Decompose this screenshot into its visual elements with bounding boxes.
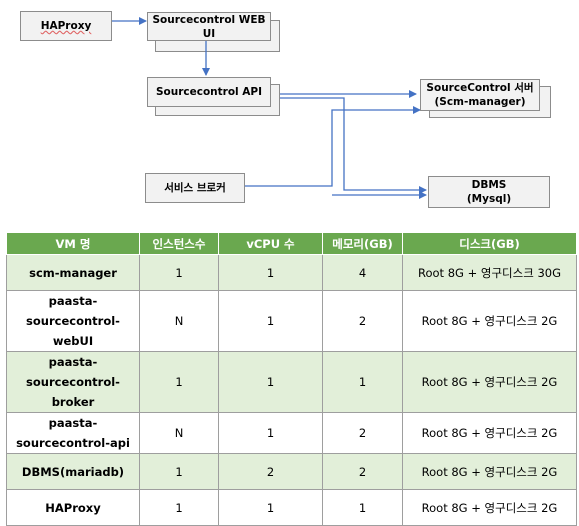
api-to-dbms-arrow bbox=[280, 97, 427, 194]
table-header-row: VM 명 인스턴스수 vCPU 수 메모리(GB) 디스크(GB) bbox=[6, 232, 577, 255]
header-instances: 인스턴스수 bbox=[139, 232, 219, 255]
vm-name-cell: scm-manager bbox=[6, 254, 140, 291]
dbms-box: DBMS (Mysql) bbox=[428, 176, 550, 208]
instances-cell: N bbox=[139, 290, 219, 352]
memory-cell: 2 bbox=[322, 290, 403, 352]
vm-name-line1: paasta- bbox=[48, 416, 98, 430]
architecture-diagram: HAProxy Sourcecontrol WEB UI Sourcecontr… bbox=[0, 0, 579, 225]
scm-label-line2: (Scm-manager) bbox=[434, 96, 526, 108]
instances-cell: 1 bbox=[139, 351, 219, 413]
vm-name-line2: sourcecontrol-webUI bbox=[26, 314, 120, 348]
vm-name-line1: DBMS(mariadb) bbox=[21, 464, 125, 479]
vcpu-cell: 2 bbox=[218, 453, 323, 490]
table-row: paasta-sourcecontrol-api N 1 2 Root 8G +… bbox=[6, 412, 577, 454]
disk-cell: Root 8G + 영구디스크 30G bbox=[402, 254, 577, 291]
disk-cell: Root 8G + 영구디스크 2G bbox=[402, 453, 577, 490]
vm-name-cell: paasta-sourcecontrol-webUI bbox=[6, 290, 140, 352]
memory-cell: 2 bbox=[322, 412, 403, 454]
vm-name-cell: HAProxy bbox=[6, 489, 140, 526]
vm-name-line1: HAProxy bbox=[45, 500, 101, 515]
broker-label: 서비스 브로커 bbox=[164, 182, 226, 194]
vm-name-line1: paasta- bbox=[48, 355, 98, 369]
vm-name-cell: paasta-sourcecontrol-api bbox=[6, 412, 140, 454]
instances-cell: 1 bbox=[139, 254, 219, 291]
vm-name-line1: paasta- bbox=[48, 294, 98, 308]
header-disk: 디스크(GB) bbox=[402, 232, 577, 255]
vcpu-cell: 1 bbox=[218, 489, 323, 526]
broker-box: 서비스 브로커 bbox=[145, 173, 245, 203]
memory-cell: 1 bbox=[322, 351, 403, 413]
vcpu-cell: 1 bbox=[218, 351, 323, 413]
vm-spec-table: VM 명 인스턴스수 vCPU 수 메모리(GB) 디스크(GB) scm-ma… bbox=[6, 232, 577, 526]
haproxy-label: HAProxy bbox=[40, 20, 92, 32]
api-box: Sourcecontrol API bbox=[147, 77, 271, 107]
header-memory: 메모리(GB) bbox=[322, 232, 403, 255]
disk-cell: Root 8G + 영구디스크 2G bbox=[402, 412, 577, 454]
haproxy-box: HAProxy bbox=[20, 11, 112, 41]
table-row: DBMS(mariadb) 1 2 2 Root 8G + 영구디스크 2G bbox=[6, 453, 577, 490]
instances-cell: 1 bbox=[139, 453, 219, 490]
scm-server-box: SourceControl 서버 (Scm-manager) bbox=[420, 79, 540, 111]
vcpu-cell: 1 bbox=[218, 412, 323, 454]
disk-cell: Root 8G + 영구디스크 2G bbox=[402, 489, 577, 526]
table-row: paasta-sourcecontrol-webUI N 1 2 Root 8G… bbox=[6, 290, 577, 352]
webui-box: Sourcecontrol WEB UI bbox=[147, 12, 271, 41]
dbms-label-line2: (Mysql) bbox=[466, 193, 512, 205]
scm-label-line1: SourceControl 서버 bbox=[426, 82, 534, 94]
memory-cell: 2 bbox=[322, 453, 403, 490]
webui-label: Sourcecontrol WEB UI bbox=[152, 13, 266, 40]
vcpu-cell: 1 bbox=[218, 290, 323, 352]
disk-cell: Root 8G + 영구디스크 2G bbox=[402, 351, 577, 413]
broker-to-scm-arrow bbox=[245, 106, 421, 187]
api-label: Sourcecontrol API bbox=[155, 86, 263, 98]
table-row: paasta-sourcecontrol-broker 1 1 1 Root 8… bbox=[6, 351, 577, 413]
disk-cell: Root 8G + 영구디스크 2G bbox=[402, 290, 577, 352]
vcpu-cell: 1 bbox=[218, 254, 323, 291]
vm-name-line2: sourcecontrol-api bbox=[16, 436, 130, 450]
vm-name-cell: paasta-sourcecontrol-broker bbox=[6, 351, 140, 413]
memory-cell: 4 bbox=[322, 254, 403, 291]
header-vm-name: VM 명 bbox=[6, 232, 140, 255]
instances-cell: 1 bbox=[139, 489, 219, 526]
dbms-label-line1: DBMS bbox=[471, 179, 507, 191]
connector-lines bbox=[112, 17, 427, 199]
instances-cell: N bbox=[139, 412, 219, 454]
vm-name-line2: sourcecontrol-broker bbox=[26, 375, 120, 409]
vm-name-cell: DBMS(mariadb) bbox=[6, 453, 140, 490]
header-vcpu: vCPU 수 bbox=[218, 232, 323, 255]
table-row: scm-manager 1 1 4 Root 8G + 영구디스크 30G bbox=[6, 254, 577, 291]
vm-name-line1: scm-manager bbox=[29, 265, 117, 280]
memory-cell: 1 bbox=[322, 489, 403, 526]
table-row: HAProxy 1 1 1 Root 8G + 영구디스크 2G bbox=[6, 489, 577, 526]
